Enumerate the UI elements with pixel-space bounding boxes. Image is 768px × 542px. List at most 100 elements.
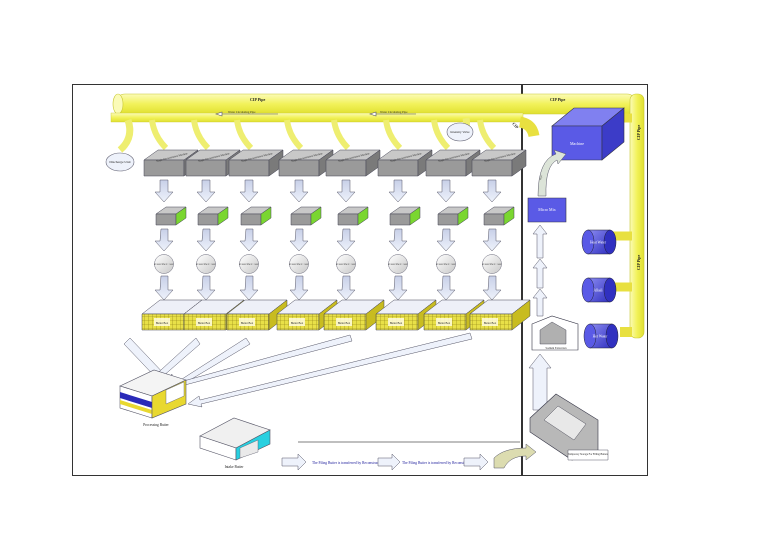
cleaning-tank: Alkali bbox=[581, 277, 617, 303]
micro-mix-label: Micro Mix bbox=[538, 207, 555, 212]
machine-unit-label: Single Reconstitution Machine bbox=[438, 152, 471, 163]
temporary-storage-label: Temporary Storage For Filling Butters bbox=[568, 453, 608, 456]
gauge: Ø 200 PPM 2°~100° bbox=[289, 254, 309, 274]
sodium-extraction-unit: Sodium Extraction bbox=[531, 315, 579, 351]
feed-pipe bbox=[234, 119, 254, 151]
butter-box-label: Butter Box bbox=[241, 322, 254, 325]
reconstitution-machine: Single Reconstitution Machine bbox=[377, 149, 433, 177]
gauge: Ø 200 PPM 2°~100° bbox=[154, 254, 174, 274]
station-column: Single Reconstitution Machine Ø 200 PPM 2… bbox=[276, 119, 338, 331]
sodium-extraction-label: Sodium Extraction bbox=[545, 347, 567, 350]
gauge: Ø 200 PPM 2°~100° bbox=[239, 254, 259, 274]
butter-box: Butter Box bbox=[375, 299, 437, 331]
station-column: Single Reconstitution Machine Ø 200 PPM 2… bbox=[469, 119, 531, 331]
down-arrow bbox=[436, 275, 456, 301]
temporary-storage-unit: Temporary Storage For Filling Butters bbox=[529, 393, 609, 461]
butter-box: Butter Box bbox=[226, 299, 288, 331]
micro-mix-box: Micro Mix bbox=[527, 197, 567, 223]
station-column: Single Reconstitution Machine Ø 200 PPM 2… bbox=[375, 119, 437, 331]
station-column: Single Reconstitution Machine Ø 200 PPM 2… bbox=[423, 119, 485, 331]
intake-butter-block: Intake Butter bbox=[199, 417, 271, 469]
machine-unit-label: Single Reconstitution Machine bbox=[390, 152, 423, 163]
filter-unit bbox=[337, 206, 369, 226]
filter-unit bbox=[483, 206, 515, 226]
reconstitution-machine: Single Reconstitution Machine bbox=[425, 149, 481, 177]
utility-area-frame bbox=[521, 84, 648, 476]
feed-pipe bbox=[477, 119, 497, 151]
gauge: Ø 200 PPM 2°~100° bbox=[436, 254, 456, 274]
transfer-flow: The Filing Butter is transferred by Reco… bbox=[281, 441, 537, 471]
butter-box-label: Butter Box bbox=[198, 322, 211, 325]
down-arrow bbox=[154, 228, 174, 252]
reconstitution-machine: Single Reconstitution Machine bbox=[471, 149, 527, 177]
down-arrow bbox=[239, 275, 259, 301]
machine-unit-label: Single Reconstitution Machine bbox=[156, 152, 189, 163]
pipe-labels: CIP Pipe CIP Pipe CIP Pipe CIP Pipe CIP bbox=[250, 97, 641, 270]
cleaning-tank: Heat Water bbox=[581, 229, 617, 255]
gauge-reading: Ø 200 PPM 2°~100° bbox=[388, 263, 408, 266]
machine-unit-label: Single Reconstitution Machine bbox=[291, 152, 324, 163]
reconstitution-machine: Single Reconstitution Machine bbox=[228, 149, 284, 177]
filter-unit bbox=[290, 206, 322, 226]
cip-pipe-label-top-left: CIP Pipe bbox=[250, 97, 265, 102]
reconstitution-machine: Single Reconstitution Machine bbox=[278, 149, 334, 177]
filter-unit bbox=[389, 206, 421, 226]
tank-label: Heat Water bbox=[590, 241, 607, 245]
intake-butter-label: Intake Butter bbox=[225, 465, 245, 469]
discharge-unit: Discharge Unit bbox=[105, 152, 135, 172]
machine-unit-label: Single Reconstitution Machine bbox=[241, 152, 274, 163]
down-arrow bbox=[482, 179, 502, 203]
down-arrow bbox=[336, 179, 356, 203]
feed-pipe bbox=[149, 119, 169, 151]
down-arrow bbox=[196, 228, 216, 252]
circulation-arrows: Water Circulating Pipe Water Circulating… bbox=[215, 110, 416, 117]
circulation-label-right: Water Circulating Pipe bbox=[380, 110, 408, 114]
processing-butter-block: Processing Butter bbox=[119, 369, 187, 427]
down-arrow bbox=[154, 275, 174, 301]
butter-box-label: Butter Box bbox=[438, 322, 451, 325]
cleaning-tank: Hot Water bbox=[583, 323, 619, 349]
machine-unit-label: Single Reconstitution Machine bbox=[484, 152, 517, 163]
gauge-reading: Ø 200 PPM 2°~100° bbox=[154, 263, 174, 266]
gauge-reading: Ø 200 PPM 2°~100° bbox=[196, 263, 216, 266]
main-area-frame bbox=[72, 84, 523, 476]
circulation-label-left: Water Circulating Pipe bbox=[228, 110, 256, 114]
down-arrow bbox=[196, 179, 216, 203]
machine-label: Machine bbox=[570, 141, 584, 146]
tank-label: Alkali bbox=[594, 289, 603, 293]
utility-up-arrows bbox=[528, 224, 552, 411]
feed-arrow-label: Pipe bbox=[539, 174, 543, 180]
cip-pipe-label-top-right: CIP Pipe bbox=[550, 97, 565, 102]
butter-box-label: Butter Box bbox=[338, 322, 351, 325]
down-arrow bbox=[388, 179, 408, 203]
down-arrow bbox=[336, 275, 356, 301]
tank-label: Hot Water bbox=[593, 335, 609, 339]
down-arrow bbox=[154, 179, 174, 203]
gauge-reading: Ø 200 PPM 2°~100° bbox=[336, 263, 356, 266]
gauge-reading: Ø 200 PPM 2°~100° bbox=[482, 263, 502, 266]
gauge-reading: Ø 200 PPM 2°~100° bbox=[239, 263, 259, 266]
butter-box-label: Butter Box bbox=[291, 322, 304, 325]
down-arrow bbox=[436, 179, 456, 203]
processing-butter-label: Processing Butter bbox=[143, 423, 169, 427]
station-columns: Single Reconstitution Machine Ø 200 PPM 2… bbox=[141, 119, 531, 331]
down-arrow bbox=[289, 228, 309, 252]
butter-box-label: Butter Box bbox=[484, 322, 497, 325]
machine-tank: Machine bbox=[551, 107, 625, 161]
down-arrow bbox=[289, 179, 309, 203]
gauge: Ø 200 PPM 2°~100° bbox=[196, 254, 216, 274]
machine-unit-label: Single Reconstitution Machine bbox=[198, 152, 231, 163]
butter-box-label: Butter Box bbox=[156, 322, 169, 325]
cip-pipe-elbow-label: CIP bbox=[511, 121, 520, 130]
down-arrow bbox=[239, 228, 259, 252]
transfer-note-2: The Filing Butter is transferred by Reco… bbox=[402, 461, 473, 465]
feed-pipe bbox=[191, 119, 211, 151]
down-arrow bbox=[388, 275, 408, 301]
feed-pipe bbox=[284, 119, 304, 151]
gauge: Ø 200 PPM 2°~100° bbox=[482, 254, 502, 274]
feed-pipe bbox=[431, 119, 451, 151]
